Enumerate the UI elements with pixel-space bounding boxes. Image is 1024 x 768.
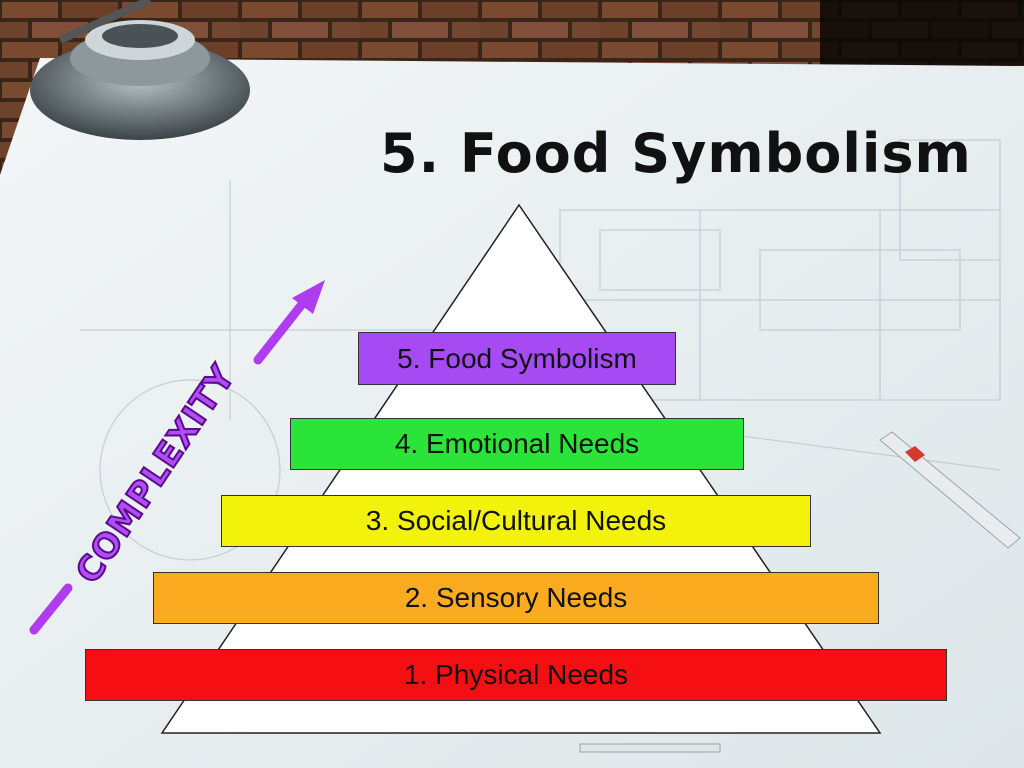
pen-drawing-tool (879, 431, 1021, 549)
pyramid-level-4: 4. Emotional Needs (290, 418, 744, 470)
pyramid-level-3: 3. Social/Cultural Needs (221, 495, 811, 547)
pyramid-level-1: 1. Physical Needs (85, 649, 947, 701)
pyramid-level-5: 5. Food Symbolism (358, 332, 676, 385)
complexity-arrow (29, 280, 325, 635)
slide-title: 5. Food Symbolism (380, 122, 972, 185)
desk-lamp (30, 0, 250, 140)
pen-bottom-tool (579, 743, 721, 753)
pyramid-level-2: 2. Sensory Needs (153, 572, 879, 624)
